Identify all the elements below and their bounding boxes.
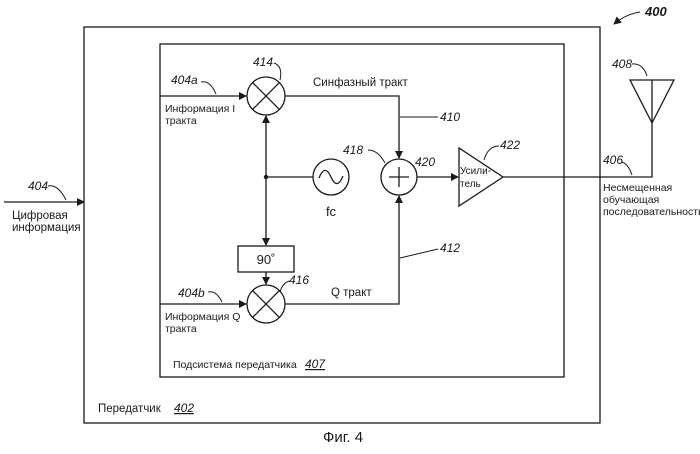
- info-i-line1: Информация I: [165, 103, 235, 115]
- output-line3: последовательность: [603, 206, 700, 218]
- oscillator: [313, 159, 349, 195]
- mixer-i-ref: 414: [253, 55, 273, 69]
- output-ref: 406: [603, 153, 623, 167]
- info-q-line2: тракта: [165, 323, 197, 335]
- phase-shift-label: 90˚: [257, 252, 276, 267]
- in-phase-path-ref: 410: [440, 110, 460, 124]
- adder-ref: 418: [343, 143, 363, 157]
- mixer-q-ref: 416: [289, 273, 309, 287]
- info-q-line1: Информация Q: [165, 311, 240, 323]
- figure-number-arrow: [614, 12, 640, 24]
- figure-caption: Фиг. 4: [323, 429, 363, 446]
- digital-info-leader: [48, 186, 66, 200]
- oscillator-label: fc: [326, 204, 337, 219]
- antenna-leader: [632, 64, 647, 76]
- q-path-ref: 412: [440, 241, 460, 255]
- transmitter-label: Передатчик: [98, 403, 162, 415]
- info-i-ref: 404a: [171, 73, 198, 87]
- amplifier-line1: Усили-: [460, 166, 491, 177]
- transmitter-ref: 402: [174, 401, 194, 415]
- adder-out-ref: 420: [415, 155, 435, 169]
- output-line2: обучающая: [603, 194, 659, 206]
- info-q-ref: 404b: [178, 286, 205, 300]
- output-line1: Несмещенная: [603, 182, 672, 194]
- amplifier-ref: 422: [500, 138, 520, 152]
- antenna-ref: 408: [612, 57, 632, 71]
- digital-info-ref: 404: [28, 179, 48, 193]
- subsystem-ref: 407: [305, 357, 326, 371]
- subsystem-label: Подсистема передатчика: [173, 359, 297, 371]
- digital-info-line1: Цифровая: [12, 210, 68, 222]
- info-i-line2: тракта: [165, 115, 197, 127]
- digital-info-line2: информация: [12, 222, 81, 234]
- mixer-i: [247, 77, 285, 115]
- figure-number: 400: [644, 4, 667, 19]
- q-path-label: Q тракт: [331, 287, 372, 299]
- in-phase-path-label: Синфазный тракт: [313, 77, 409, 89]
- adder: [381, 159, 417, 195]
- antenna-icon: [630, 80, 674, 123]
- subsystem-box: [160, 44, 564, 377]
- mixer-q: [247, 285, 285, 323]
- amplifier-line2: тель: [460, 179, 481, 190]
